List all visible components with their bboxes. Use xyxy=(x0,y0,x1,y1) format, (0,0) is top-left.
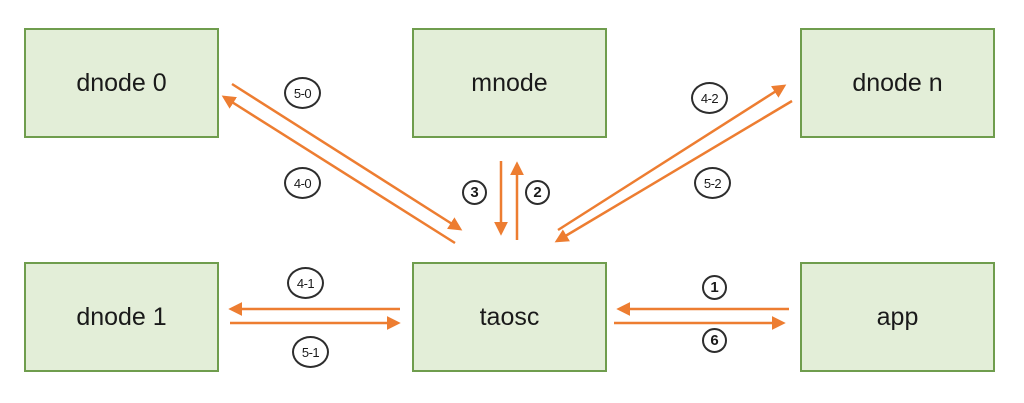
node-dnode0: dnode 0 xyxy=(24,28,219,138)
edge-label-1: 1 xyxy=(702,275,727,300)
node-mnode: mnode xyxy=(412,28,607,138)
edge-label-4-0: 4-0 xyxy=(284,167,321,199)
node-mnode-label: mnode xyxy=(471,68,548,97)
node-dnoden-label: dnode n xyxy=(852,68,943,97)
node-taosc: taosc xyxy=(412,262,607,372)
node-app: app xyxy=(800,262,995,372)
edge-label-5-2: 5-2 xyxy=(694,167,731,199)
edge-label-5-0: 5-0 xyxy=(284,77,321,109)
arrow-5-2-dnoden-to-taosc xyxy=(554,99,793,243)
arrow-4-2-taosc-to-dnoden xyxy=(557,84,787,232)
edge-label-6: 6 xyxy=(702,328,727,353)
arrow-5-0-dnode0-to-taosc xyxy=(231,82,463,231)
node-taosc-label: taosc xyxy=(479,302,540,331)
edge-label-5-1: 5-1 xyxy=(292,336,329,368)
node-dnode1: dnode 1 xyxy=(24,262,219,372)
edge-label-4-2: 4-2 xyxy=(691,82,728,114)
edge-label-2: 2 xyxy=(525,180,550,205)
node-dnode0-label: dnode 0 xyxy=(76,68,167,97)
edge-label-3: 3 xyxy=(462,180,487,205)
edge-label-4-1: 4-1 xyxy=(287,267,324,299)
arrow-4-0-taosc-to-dnode0 xyxy=(221,95,456,245)
node-dnoden: dnode n xyxy=(800,28,995,138)
node-dnode1-label: dnode 1 xyxy=(76,302,167,331)
node-app-label: app xyxy=(876,302,919,331)
